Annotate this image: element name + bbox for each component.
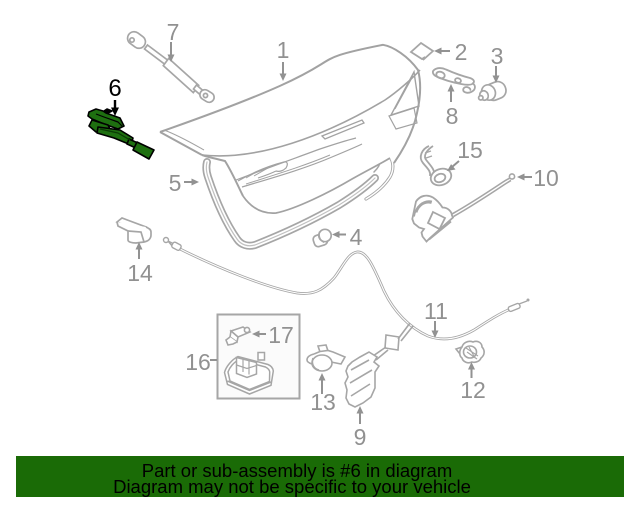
svg-text:7: 7 [167,19,180,45]
svg-text:Diagram may not be specific to: Diagram may not be specific to your vehi… [113,476,471,497]
svg-text:11: 11 [424,298,448,324]
svg-text:6: 6 [108,75,121,102]
svg-text:9: 9 [354,424,367,450]
svg-text:15: 15 [457,137,483,163]
svg-text:Part or sub-assembly is #6 in: Part or sub-assembly is #6 in diagram [142,460,453,481]
svg-text:10: 10 [533,165,559,191]
svg-text:8: 8 [446,103,459,129]
svg-text:16: 16 [185,349,211,375]
svg-text:14: 14 [127,260,153,286]
svg-text:4: 4 [350,224,363,250]
svg-text:2: 2 [455,39,468,65]
svg-text:3: 3 [491,43,504,69]
svg-text:5: 5 [169,170,182,196]
svg-text:12: 12 [460,377,486,403]
svg-text:1: 1 [277,37,290,63]
svg-text:17: 17 [268,322,294,348]
svg-text:13: 13 [310,389,336,415]
